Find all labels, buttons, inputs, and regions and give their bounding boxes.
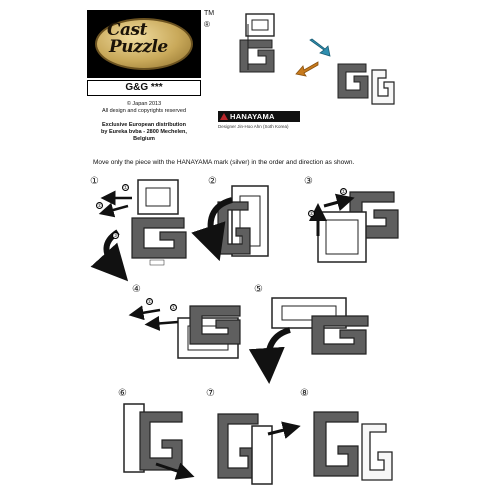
overview-arrows bbox=[295, 38, 331, 77]
registered-symbol: ® bbox=[204, 20, 210, 29]
step-8-illustration bbox=[313, 411, 393, 481]
step-number: ② bbox=[208, 176, 217, 187]
brand-name: HANAYAMA bbox=[230, 112, 275, 121]
step-1-illustration bbox=[90, 179, 187, 282]
instruction-text: Move only the piece with the HANAYAMA ma… bbox=[93, 159, 355, 166]
distribution-line: by Eureka bvba - 2800 Mechelen, bbox=[101, 129, 187, 135]
designer-credit: Designer Jin-Hoo Ahn (Soth Korea) bbox=[218, 124, 289, 129]
step-4-illustration bbox=[128, 305, 241, 359]
sub-step-marker: ① bbox=[340, 188, 347, 195]
cast-puzzle-logo: Cast Puzzle bbox=[87, 10, 201, 78]
sub-step-marker: ② bbox=[308, 210, 315, 217]
step-number: ④ bbox=[132, 284, 141, 295]
step-number: ⑥ bbox=[118, 388, 127, 399]
overview-separated bbox=[337, 63, 395, 105]
step-2-illustration bbox=[191, 185, 269, 262]
sub-step-marker: ② bbox=[146, 298, 153, 305]
sub-step-marker: ① bbox=[170, 304, 177, 311]
step-number: ③ bbox=[304, 176, 313, 187]
distribution-line: Belgium bbox=[133, 136, 155, 142]
step-5-illustration bbox=[248, 297, 369, 384]
puzzle-title: G&G *** bbox=[87, 80, 201, 96]
step-number: ① bbox=[90, 176, 99, 187]
step-6-illustration bbox=[123, 403, 195, 480]
sub-step-marker: ③ bbox=[112, 232, 119, 239]
hanayama-mark-icon bbox=[220, 113, 228, 120]
logo-text-cast: Cast bbox=[107, 20, 147, 40]
step-7-illustration bbox=[217, 413, 301, 485]
copyright-line: All design and copyrights reserved bbox=[101, 108, 187, 114]
logo-text-puzzle: Puzzle bbox=[109, 37, 168, 57]
step-number: ⑧ bbox=[300, 388, 309, 399]
sub-step-marker: ① bbox=[122, 184, 129, 191]
distribution-notice: Exclusive European distribution by Eurek… bbox=[87, 122, 201, 143]
overview-assembled bbox=[239, 13, 275, 73]
hanayama-logo: HANAYAMA bbox=[218, 111, 300, 122]
copyright-line: © Japan 2013 bbox=[126, 101, 162, 107]
step-3-illustration bbox=[309, 191, 399, 263]
copyright-notice: © Japan 2013 All design and copyrights r… bbox=[87, 101, 201, 115]
trademark-symbol: TM bbox=[204, 10, 215, 17]
step-number: ⑦ bbox=[206, 388, 215, 399]
step-number: ⑤ bbox=[254, 284, 263, 295]
distribution-line: Exclusive European distribution bbox=[101, 122, 187, 128]
logo-oval bbox=[95, 18, 193, 70]
sub-step-marker: ② bbox=[96, 202, 103, 209]
